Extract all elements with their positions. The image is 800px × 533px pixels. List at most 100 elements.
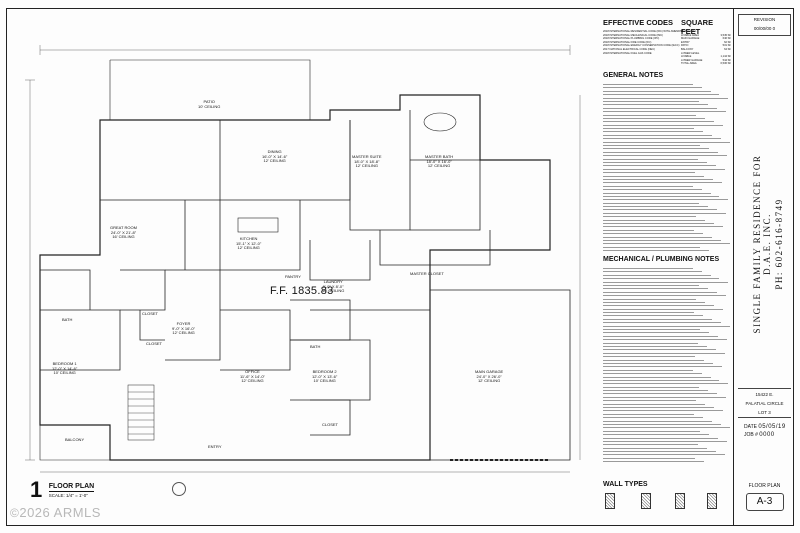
date-row: DATE 05/05/19 (744, 424, 786, 430)
patio-outline (109, 59, 311, 120)
project-phone: PH: 602-616-8749 (774, 198, 784, 290)
wall-types-heading: WALL TYPES (603, 481, 648, 488)
note-line (603, 420, 712, 422)
room-master-closet: MASTER CLOSET (410, 271, 444, 276)
note-line (603, 461, 705, 463)
note-line (603, 430, 701, 432)
note-line (603, 434, 710, 436)
note-line (603, 339, 728, 341)
drawing-title: 1 FLOOR PLAN SCALE: 1/4" = 1'-0" (30, 479, 95, 501)
code-item: 2018 INTERNATIONAL FIRE CODE (IFC) (603, 40, 652, 44)
note-line (603, 329, 701, 331)
note-line (603, 298, 697, 300)
note-line (603, 84, 693, 85)
note-line (603, 87, 702, 89)
note-line (603, 90, 711, 92)
note-line (603, 243, 730, 245)
sheet-box: FLOOR PLAN A-3 (738, 483, 791, 523)
stair-treads (128, 391, 154, 435)
note-line (603, 342, 698, 344)
note-line (603, 305, 715, 307)
note-line (603, 239, 721, 241)
note-line (603, 161, 707, 163)
drawing-scale: SCALE: 1/4" = 1'-0" (48, 493, 88, 498)
note-line (603, 189, 702, 191)
floor-plan-svg (25, 45, 581, 473)
note-line (603, 216, 697, 218)
note-line (603, 271, 702, 273)
note-line (603, 124, 724, 126)
note-line (603, 148, 710, 150)
note-line (603, 165, 716, 167)
note-line (603, 454, 725, 456)
project-name-line2: D.A.E. INC. (762, 213, 772, 275)
code-item: 2018 INTERNATIONAL ENERGY CONSERVATION C… (603, 44, 680, 48)
note-line (603, 301, 706, 303)
wall-type-4 (707, 493, 717, 509)
note-line (603, 212, 726, 214)
garage-walls (310, 309, 431, 460)
wall-type-3 (675, 493, 685, 509)
note-line (603, 158, 698, 160)
great-room-walls (100, 199, 220, 270)
note-line (603, 315, 703, 317)
note-line (603, 104, 708, 106)
master-closet-walls (379, 230, 491, 266)
note-line (603, 226, 724, 228)
note-line (603, 417, 703, 419)
note-line (603, 447, 707, 449)
mechanical-notes-heading: MECHANICAL / PLUMBING NOTES (603, 256, 720, 263)
note-line (603, 141, 730, 143)
note-line (603, 288, 708, 290)
note-line (603, 131, 703, 133)
room-bedroom-1: BEDROOM 112'-0" x 14'-6" 10' CEILING (52, 361, 78, 376)
laundry-walls (309, 240, 371, 281)
note-line (603, 233, 703, 235)
general-notes-heading: GENERAL NOTES (603, 72, 664, 79)
room-bath-1: BATH (62, 317, 73, 322)
note-line (603, 457, 696, 459)
note-line (603, 423, 721, 425)
note-line (603, 366, 723, 368)
note-line (603, 291, 717, 293)
note-line (603, 437, 719, 439)
sqft-row: MAIN LEVEL (681, 30, 697, 33)
note-line (603, 335, 719, 337)
sheet-border (6, 8, 794, 526)
note-line (603, 250, 710, 252)
room-balcony: BALCONY (65, 437, 85, 442)
stair (127, 384, 155, 441)
note-line (603, 175, 705, 177)
note-line (603, 192, 711, 194)
note-line (603, 393, 717, 395)
watermark: ©2026 ARMLS (10, 505, 101, 520)
effective-codes-heading: EFFECTIVE CODES (603, 18, 674, 27)
note-line (603, 410, 724, 412)
garage-extension (430, 289, 571, 461)
note-line (603, 151, 719, 153)
note-line (603, 155, 728, 157)
room-pantry: PANTRY (285, 274, 301, 279)
note-line (603, 138, 721, 140)
note-line (603, 390, 708, 392)
wall-types-legend (603, 493, 731, 517)
date-job-box: DATE 05/05/19 JOB # 0000 (738, 423, 791, 449)
bath-2-walls (290, 299, 351, 341)
note-line (603, 107, 717, 109)
note-line (603, 121, 715, 123)
master-suite-walls (349, 110, 411, 231)
code-item: 2018 INTERNATIONAL PLUMBING CODE (IPC) (603, 37, 660, 41)
address-line1: 15422 E. (755, 392, 774, 397)
note-line (603, 312, 694, 314)
